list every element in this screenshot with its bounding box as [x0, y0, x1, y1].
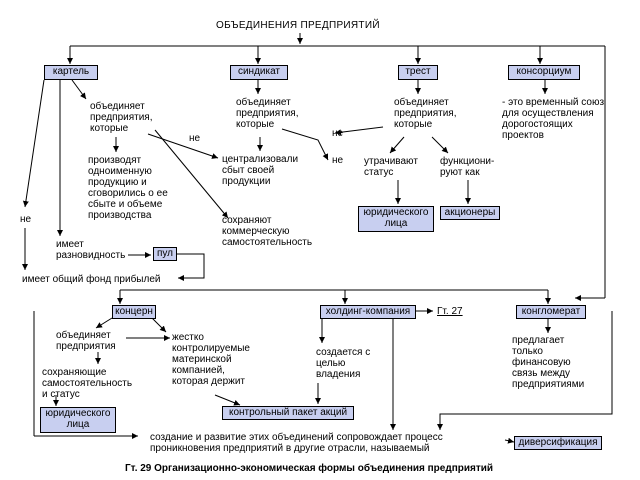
has-variety-text: имеет разновидность: [56, 239, 126, 261]
figure-caption: Гт. 29 Организационно-экономическая форм…: [125, 463, 494, 474]
holding-box: холдинг-компания: [320, 305, 416, 319]
lose-status-text: утрачивают статус: [364, 156, 418, 178]
trust-unites-text: объединяет предприятия, которые: [394, 97, 457, 130]
centralized-text: централизовали сбыт своей продукции: [222, 154, 299, 187]
consortium-box: консорциум: [508, 65, 580, 80]
created-for-text: создается с целью владения: [316, 347, 371, 380]
pool-box: пул: [153, 247, 177, 261]
concern-keep-text: сохраняющие самостоятельность и статус: [42, 367, 133, 400]
offers-text: предлагает только финансовую связь между…: [512, 335, 585, 390]
shareholders-box: акционеры: [440, 206, 500, 220]
legal-entity-box-concern: юридического лица: [40, 407, 116, 433]
legal-entity-box-trust: юридического лица: [358, 206, 434, 232]
diagram-title: ОБЪЕДИНЕНИЯ ПРЕДПРИЯТИЙ: [216, 20, 380, 31]
cartel-unites-text: объединяет предприятия, которые: [90, 101, 153, 134]
figure-reference: Гт. 27: [437, 306, 463, 317]
syndicate-unites-text: объединяет предприятия, которые: [236, 97, 299, 130]
control-stake-box: контрольный пакет акций: [222, 406, 354, 420]
concern-box: концерн: [112, 305, 156, 319]
function-as-text: функциони- руют как: [440, 156, 495, 178]
conglomerate-box: конгломерат: [516, 305, 586, 319]
not-label-centralized: не: [332, 155, 344, 166]
syndicate-box: синдикат: [230, 65, 288, 80]
diversification-box: диверсификация: [514, 436, 602, 450]
keep-commercial-text: сохраняют коммерческую самостоятельность: [222, 215, 313, 248]
trust-box: трест: [398, 65, 438, 80]
produce-text: производят одноименную продукцию и сгово…: [88, 155, 168, 221]
not-label-syndicate-link: не: [189, 133, 201, 144]
consortium-definition: - это временный союз для осуществления д…: [502, 97, 605, 141]
common-fund-text: имеет общий фонд прибылей: [22, 274, 161, 285]
cartel-box: картель: [44, 65, 98, 80]
strict-control-text: жестко контролируемые материнской компан…: [172, 332, 250, 387]
not-label-cartel: не: [20, 214, 32, 225]
diversification-text: создание и развитие этих объединений соп…: [150, 432, 443, 454]
not-label-trust-link: не: [332, 128, 344, 139]
concern-unites-text: объединяет предприятия: [56, 330, 116, 352]
